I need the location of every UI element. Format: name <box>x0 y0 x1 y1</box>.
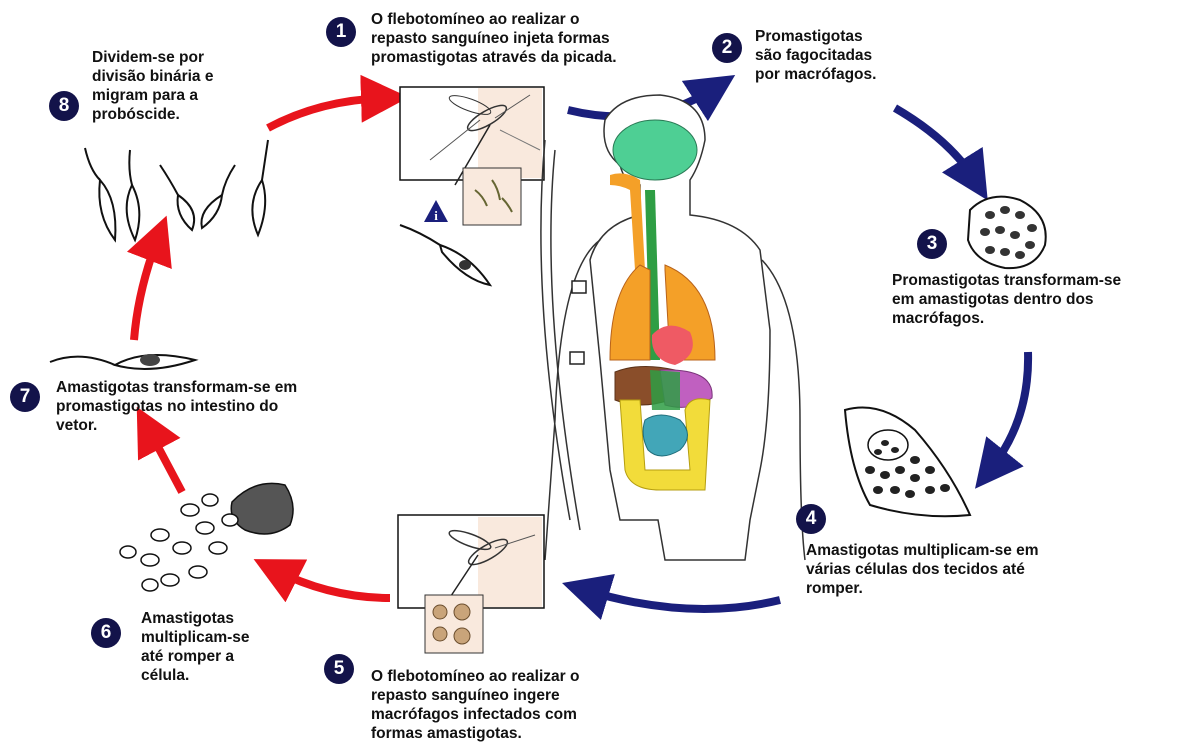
step-4-badge: 4 <box>796 504 826 534</box>
step-2-text: Promastigotas são fagocitadas por macróf… <box>755 27 903 84</box>
step-3-line: Promastigotas transformam-se <box>892 271 1182 290</box>
sandfly-bite-illustration: i <box>400 87 544 225</box>
step-1-text: O flebotomíneo ao realizar o repasto san… <box>371 10 662 67</box>
step-8-text: Dividem-se por divisão binária e migram … <box>92 48 250 124</box>
step-6-badge: 6 <box>91 618 121 648</box>
macrophage-with-amastigotes <box>968 197 1046 268</box>
step-8-badge: 8 <box>49 91 79 121</box>
step-6-line: célula. <box>141 666 277 685</box>
brain <box>613 120 697 180</box>
step-5-text: O flebotomíneo ao realizar o repasto san… <box>371 667 631 743</box>
sandfly-feeding-illustration <box>398 515 544 653</box>
step-8-line: divisão binária e <box>92 67 250 86</box>
step-6-text: Amastigotas multiplicam-se até romper a … <box>141 609 277 685</box>
small-intestine <box>643 415 687 456</box>
step-2-line: são fagocitadas <box>755 46 903 65</box>
step-4-text: Amastigotas multiplicam-se em várias cél… <box>806 541 1096 598</box>
step-5-badge: 5 <box>324 654 354 684</box>
step-6-line: Amastigotas <box>141 609 277 628</box>
arrow-3-to-4 <box>990 352 1028 470</box>
step-7-badge: 7 <box>10 382 40 412</box>
step-4-line: várias células dos tecidos até <box>806 560 1096 579</box>
step-5-line: macrófagos infectados com <box>371 705 631 724</box>
ruptured-cell-amastigotes <box>120 483 293 591</box>
step-8-line: migram para a <box>92 86 250 105</box>
step-3-line: macrófagos. <box>892 309 1182 328</box>
arrow-7-to-8 <box>134 238 158 340</box>
step-1-line: promastigotas através da picada. <box>371 48 662 67</box>
step-5-line: repasto sanguíneo ingere <box>371 686 631 705</box>
arrow-2-to-3 <box>895 108 975 180</box>
promastigote-icon <box>400 225 490 285</box>
step-1-badge: 1 <box>326 17 356 47</box>
step-6-line: multiplicam-se <box>141 628 277 647</box>
step-8-line: probóscide. <box>92 105 250 124</box>
promastigote-in-gut <box>50 354 195 369</box>
step-5-line: formas amastigotas. <box>371 724 631 743</box>
step-2-line: Promastigotas <box>755 27 903 46</box>
step-3-text: Promastigotas transformam-se em amastigo… <box>892 271 1182 328</box>
step-4-line: romper. <box>806 579 1096 598</box>
step-3-line: em amastigotas dentro dos <box>892 290 1182 309</box>
arrow-6-to-7 <box>148 428 182 492</box>
arrow-5-to-6 <box>275 570 390 598</box>
step-1-line: O flebotomíneo ao realizar o <box>371 10 662 29</box>
infective-stage-marker: i <box>434 208 438 223</box>
step-8-line: Dividem-se por <box>92 48 250 67</box>
arrow-8-to-1 <box>268 98 385 128</box>
step-2-line: por macrófagos. <box>755 65 903 84</box>
step-3-badge: 3 <box>917 229 947 259</box>
step-7-line: promastigotas no intestino do <box>56 397 361 416</box>
infected-tissue-cell <box>845 408 970 517</box>
step-5-line: O flebotomíneo ao realizar o <box>371 667 631 686</box>
step-4-line: Amastigotas multiplicam-se em <box>806 541 1096 560</box>
human-body-illustration <box>541 95 805 560</box>
step-7-text: Amastigotas transformam-se em promastigo… <box>56 378 361 435</box>
colon-green <box>650 370 680 410</box>
step-7-line: Amastigotas transformam-se em <box>56 378 361 397</box>
step-2-badge: 2 <box>712 33 742 63</box>
step-6-line: até romper a <box>141 647 277 666</box>
arrow-4-to-5 <box>585 590 780 609</box>
dividing-promastigotes <box>85 140 268 240</box>
step-1-line: repasto sanguíneo injeta formas <box>371 29 662 48</box>
step-7-line: vetor. <box>56 416 361 435</box>
